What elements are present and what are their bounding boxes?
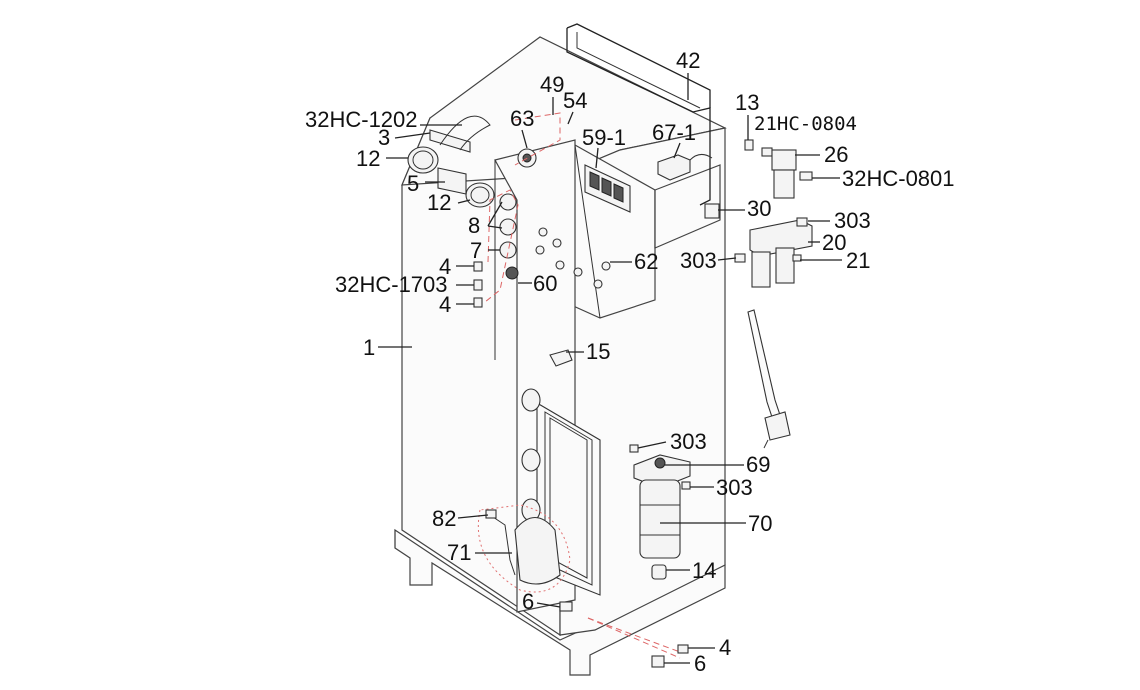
cabinet-body <box>394 23 727 676</box>
label-6a: 6 <box>522 589 534 614</box>
label-6b: 6 <box>694 651 706 676</box>
label-67-1: 67-1 <box>652 120 696 145</box>
label-59-1: 59-1 <box>582 125 626 150</box>
label-303c: 303 <box>670 429 707 454</box>
label-49: 49 <box>540 72 564 97</box>
label-82: 82 <box>432 506 456 531</box>
label-21: 21 <box>846 248 870 273</box>
label-60: 60 <box>533 271 557 296</box>
label-63: 63 <box>510 106 534 131</box>
label-7: 7 <box>470 238 482 263</box>
label-70: 70 <box>748 511 772 536</box>
label-42: 42 <box>676 48 700 73</box>
label-21hc-0804: 21HC-0804 <box>754 113 857 135</box>
label-8: 8 <box>468 213 480 238</box>
label-303d: 303 <box>716 475 753 500</box>
label-4b: 4 <box>439 292 451 317</box>
label-32hc-1202: 32HC-1202 <box>305 107 418 132</box>
label-303a: 303 <box>834 208 871 233</box>
label-32hc-1703: 32HC-1703 <box>335 272 448 297</box>
label-1: 1 <box>363 335 375 360</box>
label-12b: 12 <box>427 190 451 215</box>
label-12a: 12 <box>356 146 380 171</box>
label-69: 69 <box>746 452 770 477</box>
label-20: 20 <box>822 230 846 255</box>
leader-lines <box>378 73 842 664</box>
label-14: 14 <box>692 558 716 583</box>
label-26: 26 <box>824 142 848 167</box>
label-15: 15 <box>586 339 610 364</box>
label-62: 62 <box>634 249 658 274</box>
label-5: 5 <box>407 171 419 196</box>
label-71: 71 <box>447 540 471 565</box>
part-labels: 42 49 54 13 21HC-0804 32HC-1202 63 59-1 … <box>305 48 955 676</box>
label-3: 3 <box>378 125 390 150</box>
label-54: 54 <box>563 88 587 113</box>
label-30: 30 <box>747 196 771 221</box>
label-32hc-0801: 32HC-0801 <box>842 166 955 191</box>
label-4a: 4 <box>439 254 451 279</box>
air-filter-regulator-assembly <box>629 139 813 668</box>
label-4c: 4 <box>719 635 731 660</box>
label-13: 13 <box>735 90 759 115</box>
label-303b: 303 <box>680 248 717 273</box>
